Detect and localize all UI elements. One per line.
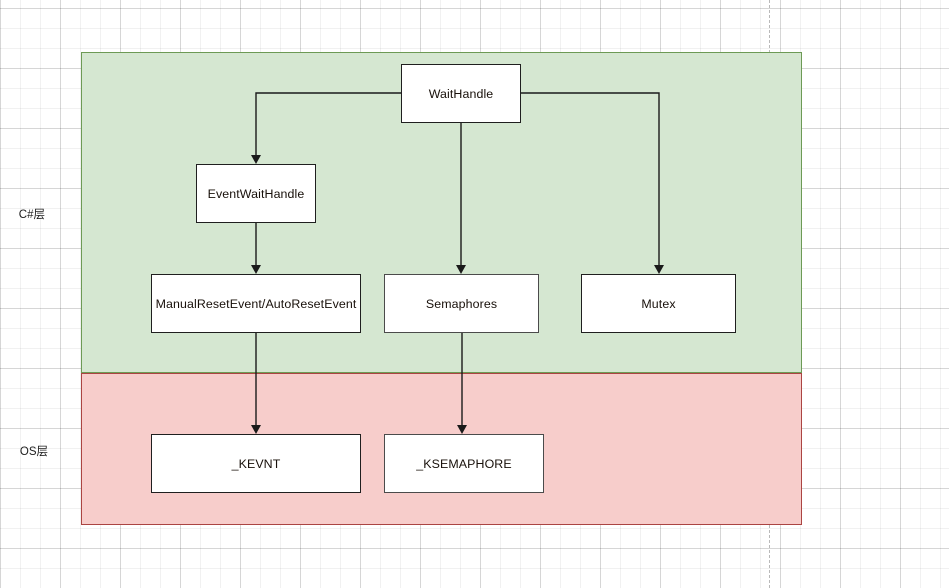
node-kevnt[interactable]: _KEVNT bbox=[151, 434, 361, 493]
node-ksemaphore[interactable]: _KSEMAPHORE bbox=[384, 434, 544, 493]
node-mutex[interactable]: Mutex bbox=[581, 274, 736, 333]
node-manualresetevent-autoresetevent[interactable]: ManualResetEvent/AutoResetEvent bbox=[151, 274, 361, 333]
layer-label-os: OS层 bbox=[19, 446, 48, 458]
layer-label-csharp: C#层 bbox=[18, 209, 45, 221]
node-semaphores[interactable]: Semaphores bbox=[384, 274, 539, 333]
node-waithandle[interactable]: WaitHandle bbox=[401, 64, 521, 123]
node-eventwaithandle[interactable]: EventWaitHandle bbox=[196, 164, 316, 223]
